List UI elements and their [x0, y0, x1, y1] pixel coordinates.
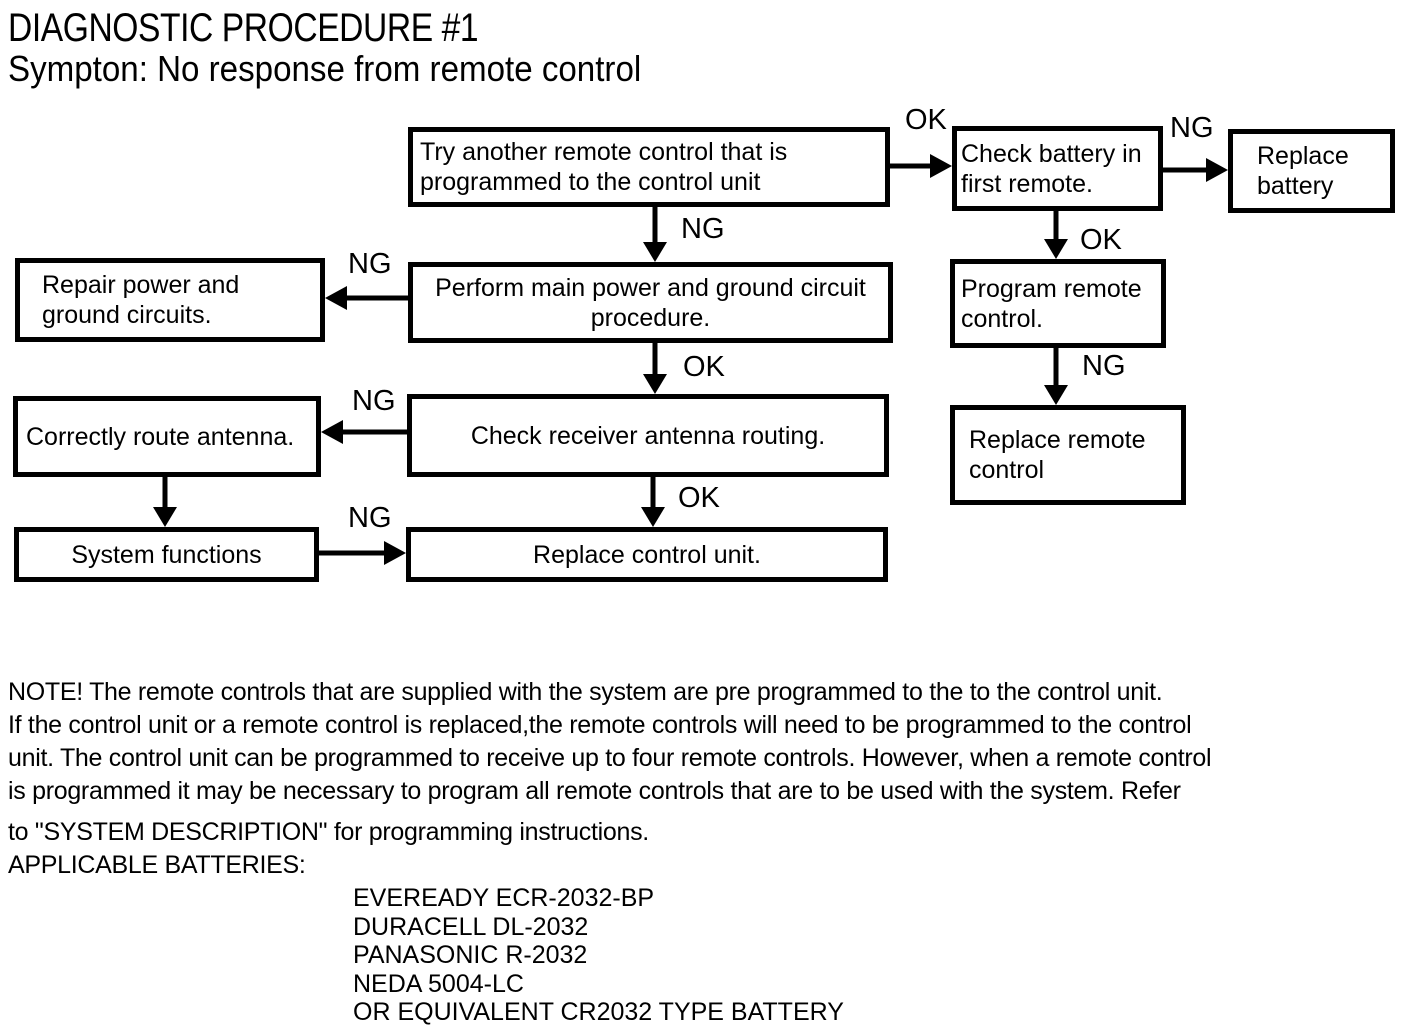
box-line: ground circuits. [42, 301, 212, 329]
flowchart-box-route-antenna: Correctly route antenna. [13, 396, 321, 477]
flowchart-arrows [153, 154, 1228, 565]
box-line: System functions [71, 540, 262, 569]
arrow-check-antenna-to-route-antenna [321, 420, 407, 444]
box-line: Replace [1257, 142, 1349, 170]
battery-item: OR EQUIVALENT CR2032 TYPE BATTERY [353, 998, 844, 1026]
edge-label-check-antenna-to-route-antenna: NG [352, 385, 396, 417]
note-line: If the control unit or a remote control … [8, 711, 1192, 739]
arrow-system-to-replace-control [319, 541, 406, 565]
arrow-try-to-check-battery [888, 154, 952, 178]
flowchart-box-check-antenna: Check receiver antenna routing. [407, 394, 889, 477]
box-line: Program remote [961, 274, 1142, 303]
battery-list: EVEREADY ECR-2032-BP DURACELL DL-2032 PA… [353, 884, 844, 1027]
edge-label-check-antenna-to-replace-control: OK [678, 482, 720, 514]
page-title: DIAGNOSTIC PROCEDURE #1 [8, 6, 479, 50]
flowchart-box-check-battery: Check battery in first remote. [952, 126, 1163, 211]
flowchart-box-perform-power-ground: Perform main power and ground circuit pr… [408, 262, 893, 343]
box-line: control. [961, 304, 1043, 333]
note-line: unit. The control unit can be programmed… [8, 744, 1212, 772]
edge-label-perform-power-to-check-antenna: OK [683, 351, 725, 383]
box-line: Replace remote [969, 426, 1146, 454]
flowchart-box-replace-remote: Replace remote control [950, 405, 1186, 505]
edge-label-perform-power-to-repair: NG [348, 248, 392, 280]
box-line: Correctly route antenna. [26, 422, 295, 451]
flowchart-box-system-functions: System functions [14, 527, 319, 582]
box-line: Repair power and [42, 271, 240, 299]
arrow-check-battery-to-replace-battery [1163, 158, 1228, 182]
arrow-check-battery-to-program-remote [1044, 211, 1068, 259]
applicable-batteries-heading: APPLICABLE BATTERIES: [8, 851, 306, 879]
battery-item: EVEREADY ECR-2032-BP [353, 884, 655, 912]
edge-label-check-battery-to-program-remote: OK [1080, 224, 1122, 256]
flowchart-box-replace-control-unit: Replace control unit. [406, 527, 888, 582]
box-line: Try another remote control that is [420, 138, 788, 166]
edge-label-try-to-check-battery: OK [905, 104, 947, 136]
battery-item: NEDA 5004-LC [353, 969, 524, 998]
box-line: procedure. [590, 303, 711, 332]
flowchart-box-repair-power-ground: Repair power and ground circuits. [15, 258, 325, 342]
box-line: Check battery in [961, 139, 1142, 168]
arrow-check-antenna-to-replace-control [641, 477, 665, 527]
arrow-program-remote-to-replace-remote [1044, 348, 1068, 405]
box-line: first remote. [961, 169, 1093, 198]
edge-label-program-remote-to-replace-remote: NG [1082, 350, 1126, 382]
battery-item: PANASONIC R-2032 [353, 941, 588, 969]
box-line: programmed to the control unit [420, 168, 761, 196]
note-line: to "SYSTEM DESCRIPTION" for programming … [8, 818, 649, 846]
edge-label-try-to-perform-power: NG [681, 213, 725, 245]
page-subtitle: Sympton: No response from remote control [8, 48, 642, 89]
box-line: Perform main power and ground circuit [435, 273, 866, 302]
flowchart-box-try-another-remote: Try another remote control that is progr… [408, 127, 890, 207]
box-line: Check receiver antenna routing. [470, 421, 826, 450]
note-line: is programmed it may be necessary to pro… [8, 777, 1181, 805]
battery-item: DURACELL DL-2032 [353, 912, 589, 941]
box-line: battery [1257, 172, 1334, 200]
edge-label-check-battery-to-replace-battery: NG [1170, 112, 1214, 144]
arrow-perform-power-to-check-antenna [643, 343, 667, 394]
arrow-route-antenna-to-system-functions [153, 473, 177, 527]
box-line: Replace control unit. [533, 540, 761, 569]
edge-label-system-to-replace-control: NG [348, 502, 392, 534]
arrow-perform-power-to-repair [325, 286, 408, 310]
flowchart-box-program-remote: Program remote control. [950, 259, 1166, 348]
arrow-try-to-perform-power [643, 207, 667, 262]
note-block: NOTE! The remote controls that are suppl… [8, 676, 1212, 882]
flowchart-box-replace-battery: Replace battery [1228, 129, 1395, 213]
box-line: control [969, 456, 1045, 484]
note-line: NOTE! The remote controls that are suppl… [8, 678, 1163, 706]
